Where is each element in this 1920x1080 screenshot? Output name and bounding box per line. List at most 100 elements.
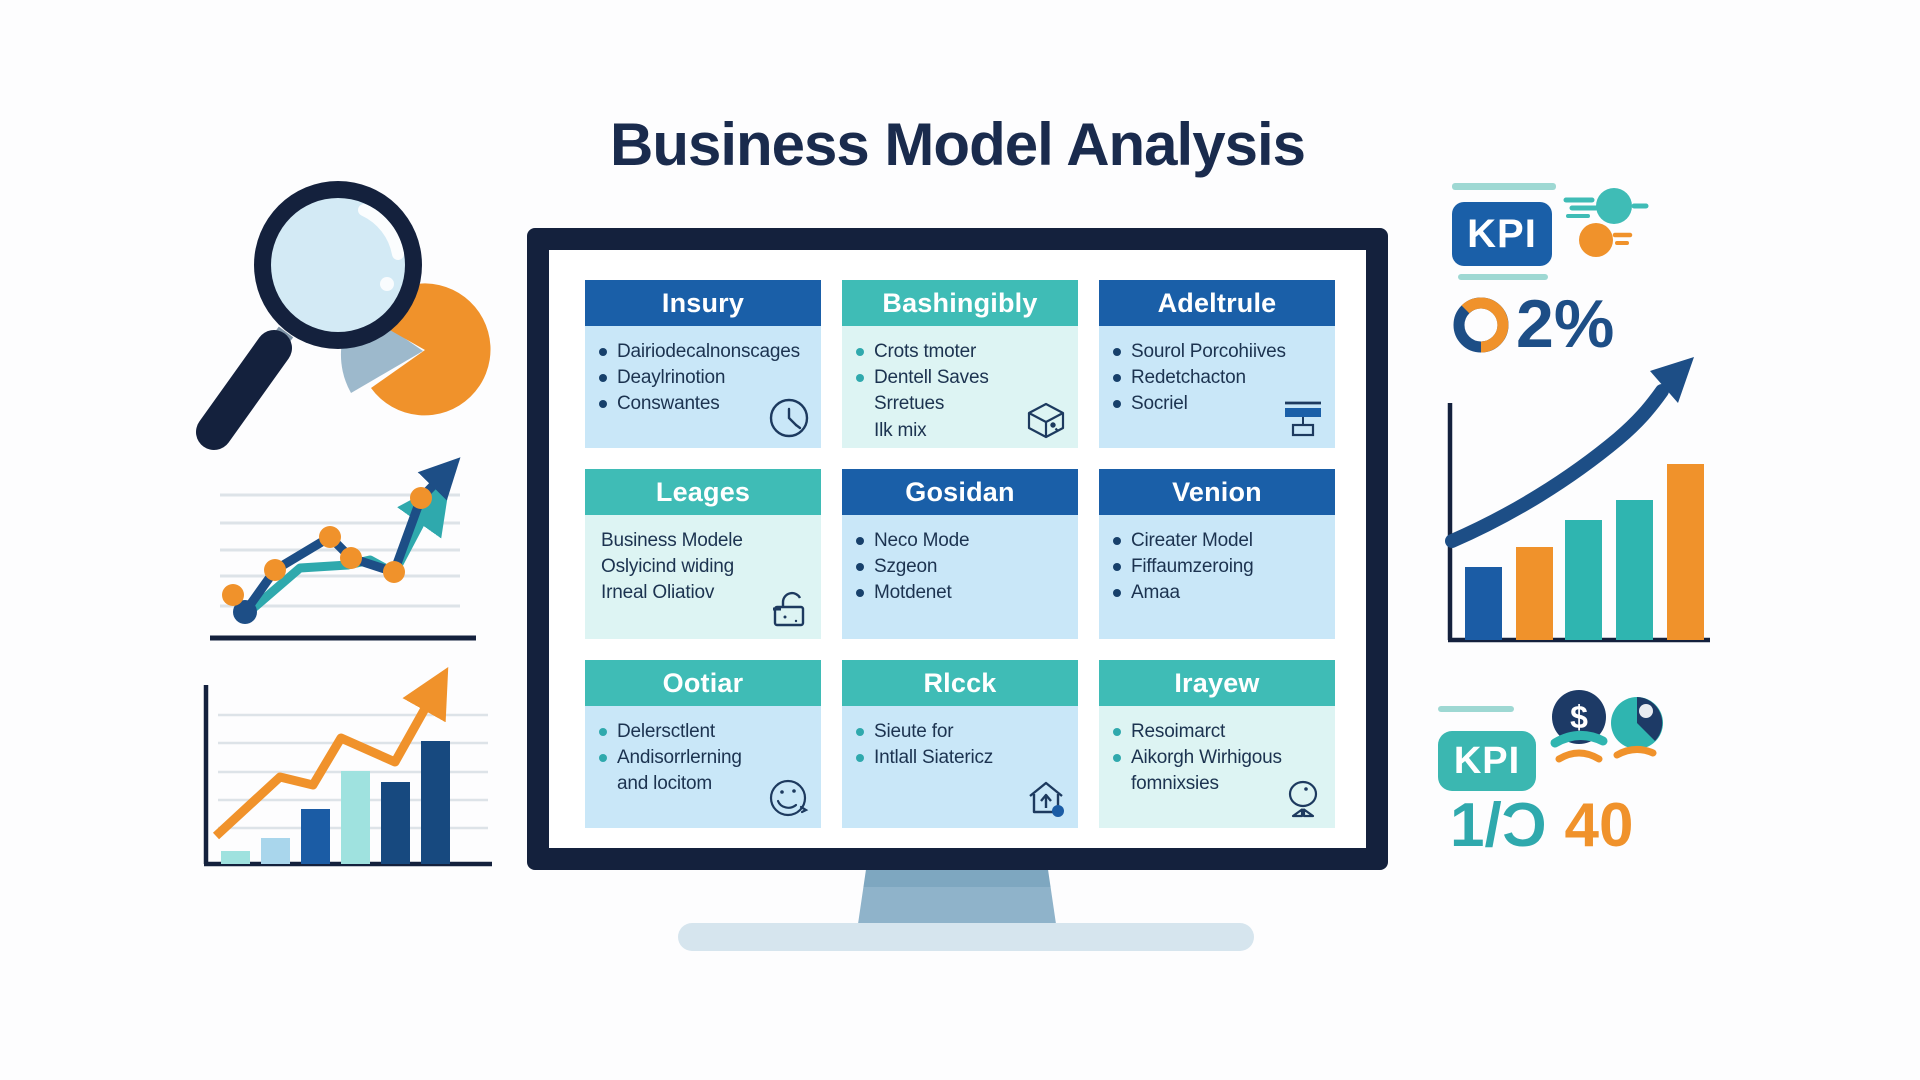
cell-item: Srretues: [854, 391, 1070, 417]
smiley-icon: [765, 774, 813, 822]
cell-header: Venion: [1099, 469, 1335, 515]
cell-item: Resoimarct: [1111, 719, 1327, 745]
cell-item-text: Cireater Model: [1131, 530, 1253, 551]
cell-item: Crots tmoter: [854, 339, 1070, 365]
cell-item: Irneal Oliatiov: [597, 580, 813, 606]
cell-item-text: Dentell Saves: [874, 367, 989, 389]
monitor-stand-base: [678, 923, 1254, 951]
cell-item-text: Conswantes: [617, 393, 720, 415]
cell-item: Dentell Saves: [854, 365, 1070, 391]
clock-icon: [765, 394, 813, 442]
cell-item: fomnixsies: [1111, 771, 1327, 797]
cell-item-text: Aikorgh Wirhigous: [1131, 747, 1282, 769]
decorative-dash-top: [1452, 183, 1556, 190]
bullet-dot: [1113, 754, 1121, 763]
bullet-dot: [599, 754, 607, 763]
kpi-top-label: KPI: [1467, 211, 1537, 256]
bullet-dot: [856, 348, 864, 356]
cell-item: and locitom: [597, 771, 813, 797]
page-title: Business Model Analysis: [609, 111, 1306, 178]
cell-item: Aikorgh Wirhigous: [1111, 745, 1327, 771]
growth-chart-illustration: [1438, 345, 1718, 660]
donut-ring-icon: [1450, 294, 1512, 361]
cell-item: Szgeon: [854, 554, 1070, 580]
bullet-dot: [856, 563, 864, 572]
bar-rows-icon: [1279, 394, 1327, 442]
cell-header: Ootiar: [585, 660, 821, 706]
cell-item-text: Intlall Siatericz: [874, 747, 994, 769]
cell-item-text: Deaylrinotion: [617, 367, 726, 389]
cell-item: Neco Mode: [854, 528, 1070, 554]
decorative-dash-mid: [1458, 274, 1548, 280]
cell-item: Sourol Porcohiives: [1111, 339, 1327, 365]
bullet-dot: [1113, 728, 1121, 736]
bullet-dot: [1113, 348, 1121, 356]
bar-chart-left-illustration: [198, 650, 498, 885]
cell-item-text: Motdenet: [874, 582, 952, 604]
bullet-dot: [599, 374, 607, 383]
cell-item: Business Modele: [597, 528, 813, 554]
bullet-dot: [856, 728, 864, 736]
metric-left-value: 1/Ɔ: [1450, 791, 1547, 860]
cell-item: Oslyicind widing: [597, 554, 813, 580]
bullet-dot: [599, 348, 607, 356]
money-coins-icon: $: [1545, 685, 1675, 775]
line-chart-illustration: [198, 448, 488, 658]
cell-item-text: Ilk mix: [874, 419, 927, 441]
cell-item: Sieute for: [854, 719, 1070, 745]
cell-item: Andisorrlerning: [597, 745, 813, 771]
cell-item: Delersctlent: [597, 719, 813, 745]
badge-icon: [1279, 774, 1327, 822]
cell-header: Gosidan: [842, 469, 1078, 515]
cell-item-text: Fiffaumzeroing: [1131, 556, 1254, 578]
bullet-dot: [1113, 374, 1121, 383]
speed-circles-icon: [1558, 178, 1668, 275]
cell-header: Bashingibly: [842, 280, 1078, 326]
cell-header: Insury: [585, 280, 821, 326]
cell-item-text: Szgeon: [874, 556, 938, 578]
cell-item-text: Sieute for: [874, 721, 954, 742]
cell-item: Cireater Model: [1111, 528, 1327, 554]
cell-item: Motdenet: [854, 580, 1070, 606]
cell-item: Fiffaumzeroing: [1111, 554, 1327, 580]
bullet-dot: [1113, 537, 1121, 545]
kpi-badge-bottom: KPI: [1438, 731, 1536, 791]
cell-item-text: Srretues: [874, 393, 945, 415]
cell-item-text: Delersctlent: [617, 721, 715, 742]
house-growth-icon: [1022, 774, 1070, 822]
cell-item-text: Andisorrlerning: [617, 747, 742, 769]
cell-item-text: Socriel: [1131, 393, 1188, 415]
cell-item: Redetchacton: [1111, 365, 1327, 391]
percent-value: 2%: [1516, 286, 1615, 362]
cell-item-text: Amaa: [1131, 582, 1180, 604]
cell-item-text: Sourol Porcohiives: [1131, 341, 1286, 362]
bullet-dot: [1113, 400, 1121, 409]
monitor-stand-neck: [858, 870, 1056, 924]
cell-item-text: Resoimarct: [1131, 721, 1226, 742]
cell-item-text: and locitom: [617, 773, 712, 795]
metric-right-value: 40: [1564, 791, 1634, 860]
cell-item-text: Crots tmoter: [874, 341, 977, 362]
bullet-dot: [856, 537, 864, 545]
cell-item-text: Redetchacton: [1131, 367, 1246, 389]
bullet-dot: [1113, 563, 1121, 572]
bullet-dot: [599, 728, 607, 736]
cell-item: Intlall Siatericz: [854, 745, 1070, 771]
bullet-dot: [856, 754, 864, 763]
cell-item-text: fomnixsies: [1131, 773, 1219, 795]
